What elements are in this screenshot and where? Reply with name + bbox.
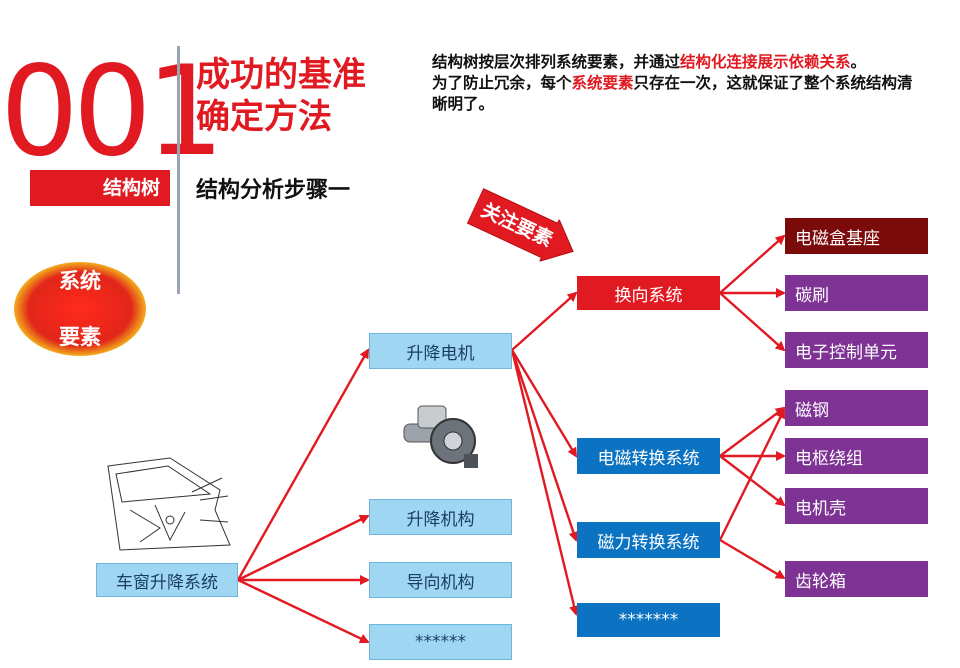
edge-l2-l3-2 xyxy=(719,292,786,352)
title-line2: 确定方法 xyxy=(196,97,332,137)
divider xyxy=(177,46,180,294)
edge-l2-l3-3 xyxy=(719,406,786,457)
edge-root-l1-3 xyxy=(237,578,370,644)
section-label: 结构树 xyxy=(30,170,170,206)
desc2-highlight: 系统要素 xyxy=(571,74,634,92)
desc2-b: 只存在一次，这就保证了整个系统结构清晰明了。 xyxy=(432,74,913,113)
edge-l1-l2-1 xyxy=(510,349,578,458)
car-door-sketch xyxy=(107,457,231,551)
edge-l2-l3-7 xyxy=(719,538,786,580)
l2-node-1: 电磁转换系统 xyxy=(577,438,720,474)
l3-node-0: 电磁盒基座 xyxy=(785,218,928,254)
l3-node-2: 电子控制单元 xyxy=(785,332,928,368)
edge-l1-l2-2 xyxy=(510,349,579,542)
description: 结构树按层次排列系统要素，并通过结构化连接展示依赖关系。 为了防止冗余，每个系统… xyxy=(432,52,922,115)
focus-arrow-tag: 关注要素 xyxy=(465,185,584,273)
desc1-a: 结构树按层次排列系统要素，并通过 xyxy=(432,53,681,71)
page-subtitle: 结构分析步骤一 xyxy=(196,178,351,203)
l3-node-1: 碳刷 xyxy=(785,275,928,311)
edge-l2-l3-6 xyxy=(718,408,786,541)
motor-image xyxy=(403,405,478,468)
l1-node-1: 升降机构 xyxy=(369,499,512,535)
page-title: 成功的基准 确定方法 xyxy=(196,54,366,138)
edge-l2-l3-0 xyxy=(719,234,786,294)
badge-line2: 要素 xyxy=(59,325,101,349)
l3-node-5: 电机壳 xyxy=(785,488,928,524)
l1-node-3: ****** xyxy=(369,624,512,660)
badge-line1: 系统 xyxy=(59,269,101,293)
edge-root-l1-1 xyxy=(237,514,370,582)
edge-l1-l2-3 xyxy=(510,349,579,616)
desc1-highlight: 结构化连接展示依赖关系 xyxy=(680,53,851,71)
system-elements-badge: 系统要素 xyxy=(14,262,146,356)
description-para1: 结构树按层次排列系统要素，并通过结构化连接展示依赖关系。 xyxy=(432,52,922,73)
focus-arrow-shape xyxy=(466,187,574,263)
l1-node-0: 升降电机 xyxy=(369,333,512,369)
l1-node-2: 导向机构 xyxy=(369,562,512,598)
l2-node-3: ******* xyxy=(577,603,720,637)
l2-node-2: 磁力转换系统 xyxy=(577,522,720,558)
description-para2: 为了防止冗余，每个系统要素只存在一次，这就保证了整个系统结构清晰明了。 xyxy=(432,73,922,115)
desc1-b: 。 xyxy=(850,53,867,71)
edge-root-l1-0 xyxy=(236,348,370,581)
l3-node-6: 齿轮箱 xyxy=(785,561,928,597)
l3-node-3: 磁钢 xyxy=(785,390,928,426)
edge-l2-l3-5 xyxy=(719,455,786,507)
l2-node-0: 换向系统 xyxy=(577,276,720,310)
edge-l1-l2-0 xyxy=(511,291,578,351)
tree-root: 车窗升降系统 xyxy=(96,563,238,597)
title-line1: 成功的基准 xyxy=(196,55,366,95)
l3-node-4: 电枢绕组 xyxy=(785,438,928,474)
desc2-a: 为了防止冗余，每个 xyxy=(432,74,572,92)
